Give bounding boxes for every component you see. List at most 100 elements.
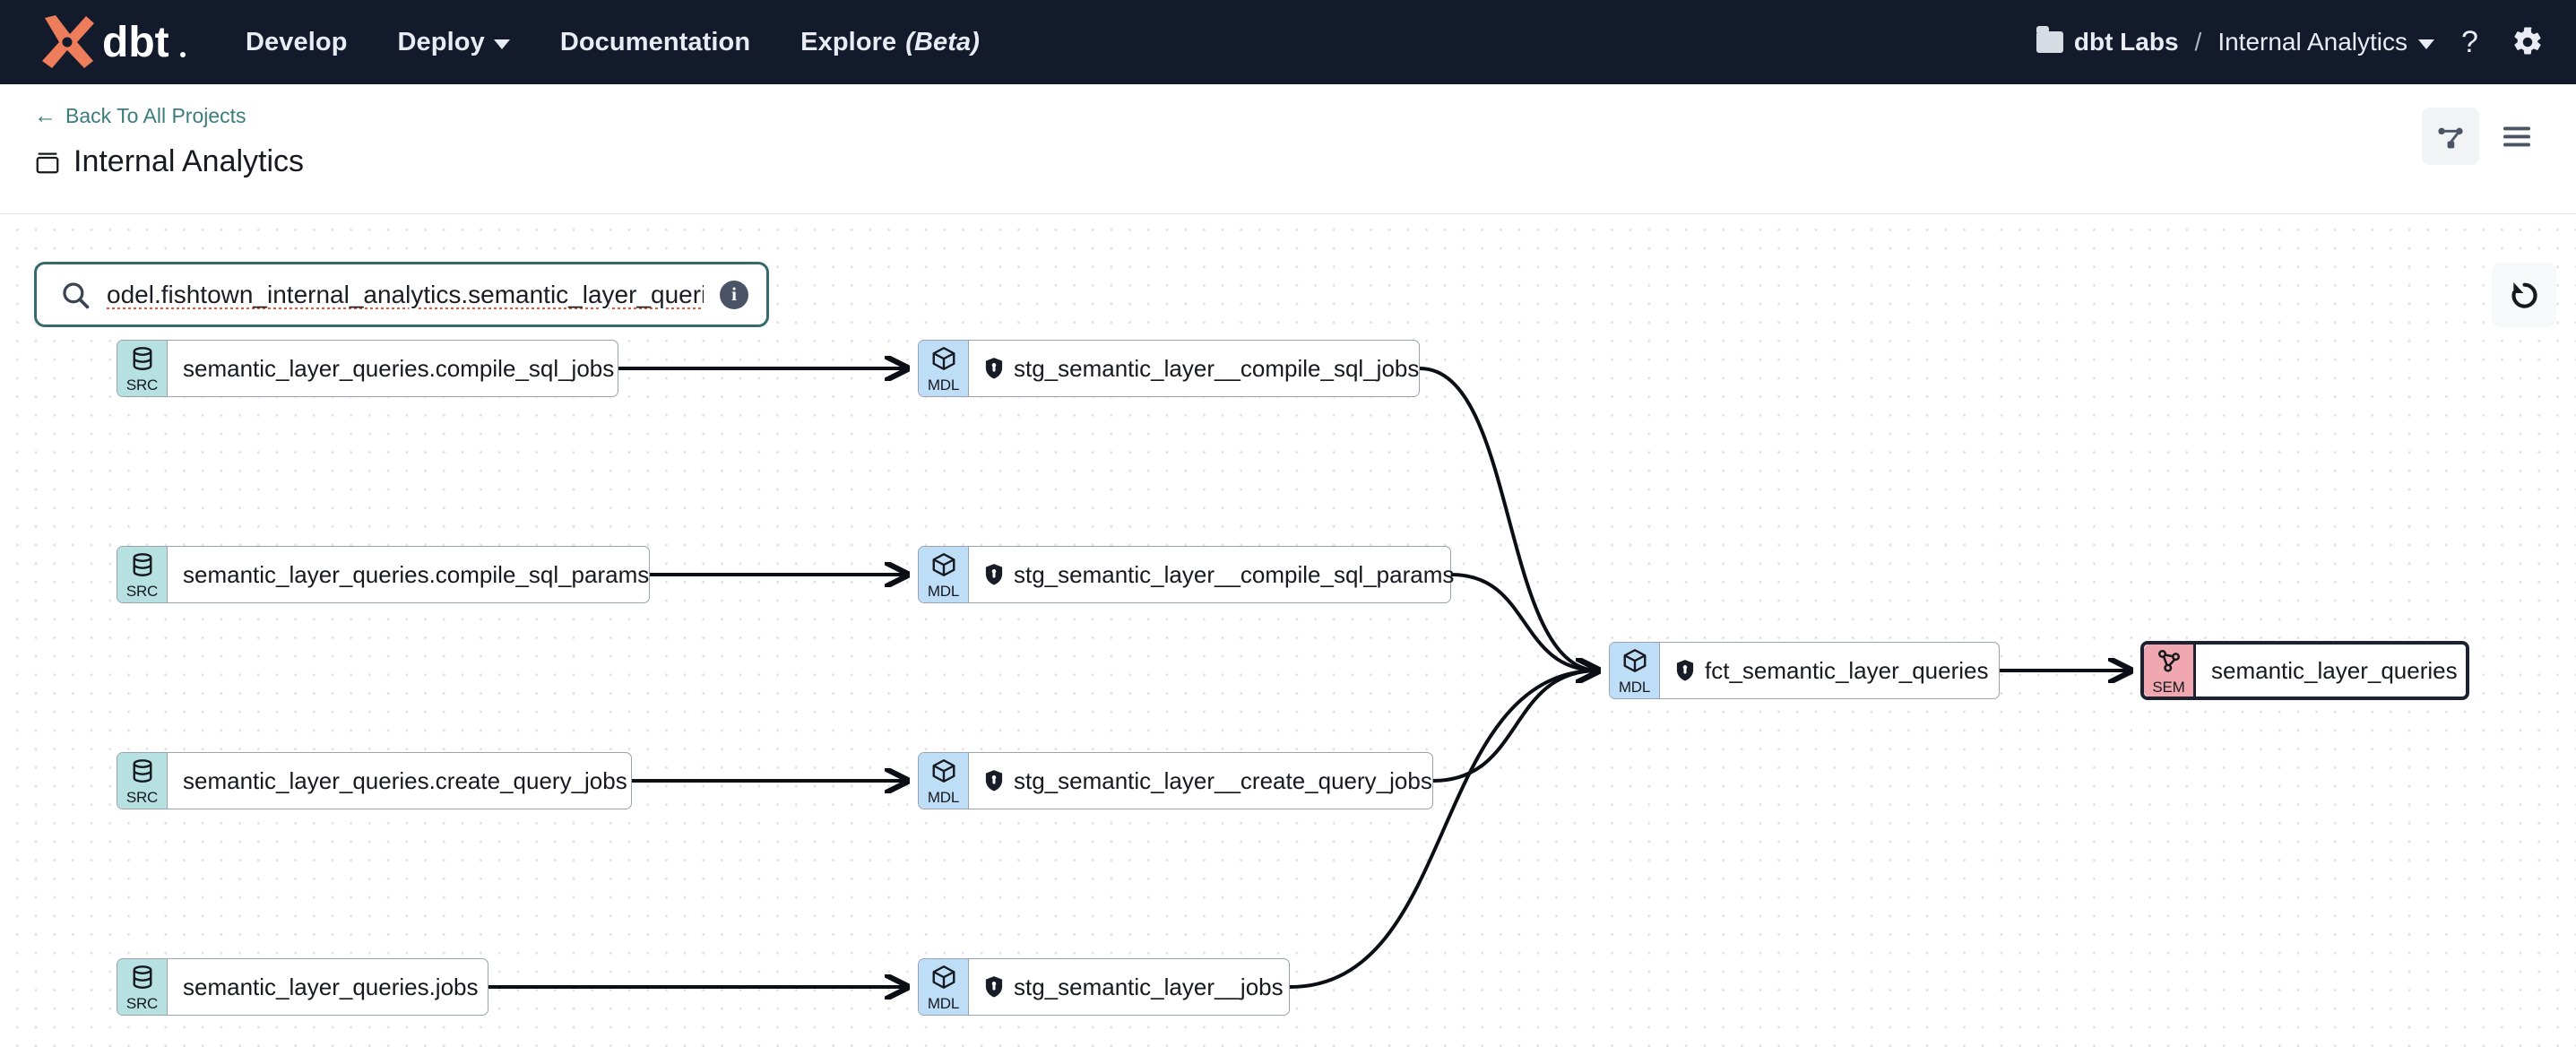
lineage-node-mdl2[interactable]: MDL stg_semantic_layer__compile_sql_param… xyxy=(918,546,1454,603)
page-title-row: Internal Analytics xyxy=(34,144,2538,179)
node-type-label: SRC xyxy=(125,582,159,600)
info-icon[interactable]: i xyxy=(720,280,748,309)
node-label: stg_semantic_layer__compile_sql_params xyxy=(1014,560,1455,588)
node-label: semantic_layer_queries.create_query_jobs xyxy=(183,766,627,794)
node-label: stg_semantic_layer__create_query_jobs xyxy=(1014,766,1432,794)
node-type-badge-src: SRC xyxy=(117,959,168,1015)
node-label: semantic_layer_queries xyxy=(2211,656,2458,684)
account-project-selector[interactable]: Internal Analytics xyxy=(2217,28,2434,56)
lineage-canvas[interactable]: odel.fishtown_internal_analytics.semanti… xyxy=(0,214,2576,1047)
node-type-label: SRC xyxy=(125,994,159,1012)
database-cylinder-icon xyxy=(129,964,156,995)
page-title: Internal Analytics xyxy=(73,144,305,178)
nav-link-explore[interactable]: Explore (Beta) xyxy=(800,28,980,57)
lineage-search-box[interactable]: odel.fishtown_internal_analytics.semanti… xyxy=(34,262,769,327)
node-type-label: MDL xyxy=(927,582,960,600)
explore-beta-badge: (Beta) xyxy=(905,27,981,56)
lineage-graph-icon xyxy=(2438,127,2463,149)
back-to-all-projects-label: Back To All Projects xyxy=(65,104,246,127)
cube-icon xyxy=(930,757,957,789)
node-body: semantic_layer_queries xyxy=(2196,645,2473,697)
lineage-node-mdl1[interactable]: MDL stg_semantic_layer__compile_sql_jobs xyxy=(918,340,1420,397)
lineage-view-button[interactable] xyxy=(2422,108,2479,165)
cube-icon xyxy=(930,964,957,995)
node-type-badge-src: SRC xyxy=(117,753,168,809)
arrow-left-icon: ← xyxy=(34,103,56,128)
node-type-label: SRC xyxy=(125,376,159,394)
gear-icon xyxy=(2514,27,2541,55)
reset-lineage-icon xyxy=(2511,282,2537,308)
contract-shield-icon xyxy=(1675,659,1695,682)
contract-shield-icon xyxy=(984,769,1004,792)
cube-icon xyxy=(930,551,957,583)
node-type-label: SRC xyxy=(125,788,159,806)
contract-shield-icon xyxy=(984,975,1004,999)
node-body: stg_semantic_layer__create_query_jobs xyxy=(969,753,1448,809)
dbt-x-logo-icon xyxy=(42,15,94,68)
node-body: stg_semantic_layer__compile_sql_jobs xyxy=(969,341,1434,396)
node-label: semantic_layer_queries.compile_sql_jobs xyxy=(183,354,615,382)
lineage-node-src2[interactable]: SRC semantic_layer_queries.compile_sql_pa… xyxy=(117,546,650,603)
lineage-node-sem[interactable]: SEM semantic_layer_queries xyxy=(2141,642,2468,699)
dbt-wordmark-icon: dbt xyxy=(102,19,186,65)
node-body: fct_semantic_layer_queries xyxy=(1660,643,2004,698)
node-label: semantic_layer_queries.compile_sql_param… xyxy=(183,560,650,588)
node-label: stg_semantic_layer__jobs xyxy=(1014,973,1284,1000)
node-type-badge-mdl: MDL xyxy=(919,753,969,809)
lineage-edge-mdl3-to-fct xyxy=(1432,671,1598,783)
lineage-node-mdl4[interactable]: MDL stg_semantic_layer__jobs xyxy=(918,958,1290,1016)
nav-link-develop[interactable]: Develop xyxy=(246,28,348,57)
node-type-badge-src: SRC xyxy=(117,547,168,602)
help-button[interactable]: ? xyxy=(2458,25,2488,59)
node-label: stg_semantic_layer__compile_sql_jobs xyxy=(1014,354,1420,382)
node-label: semantic_layer_queries.jobs xyxy=(183,973,479,1000)
lineage-node-src4[interactable]: SRC semantic_layer_queries.jobs xyxy=(117,958,488,1016)
node-body: semantic_layer_queries.compile_sql_param… xyxy=(168,547,664,602)
chevron-down-icon xyxy=(2418,39,2434,49)
lineage-node-src3[interactable]: SRC semantic_layer_queries.create_query_j… xyxy=(117,752,632,809)
svg-text:dbt: dbt xyxy=(102,19,169,65)
node-body: semantic_layer_queries.compile_sql_jobs xyxy=(168,341,629,396)
subheader-action-buttons xyxy=(2422,108,2546,165)
nav-right-cluster: dbt Labs / Internal Analytics ? xyxy=(2036,0,2544,84)
primary-nav-links: Develop Deploy Documentation Explore (Be… xyxy=(246,28,980,57)
node-body: stg_semantic_layer__compile_sql_params xyxy=(969,547,1469,602)
node-body: stg_semantic_layer__jobs xyxy=(969,959,1299,1015)
node-type-label: SEM xyxy=(2152,678,2185,696)
chevron-down-icon xyxy=(493,39,510,49)
project-subheader: ← Back To All Projects Internal Analytic… xyxy=(0,84,2576,214)
account-project-label: Internal Analytics xyxy=(2217,28,2407,56)
nav-link-develop-label: Develop xyxy=(246,27,348,56)
nav-link-deploy[interactable]: Deploy xyxy=(398,28,510,57)
node-type-badge-sem: SEM xyxy=(2144,645,2196,697)
settings-button[interactable] xyxy=(2511,26,2544,58)
top-navigation-bar: dbt Develop Deploy Documentation Explore… xyxy=(0,0,2576,84)
nav-link-documentation[interactable]: Documentation xyxy=(560,28,750,57)
node-body: semantic_layer_queries.jobs xyxy=(168,959,494,1015)
hamburger-menu-icon xyxy=(2503,126,2530,147)
node-type-label: MDL xyxy=(1618,678,1651,696)
folder-icon xyxy=(2036,26,2063,53)
nav-link-documentation-label: Documentation xyxy=(559,27,751,56)
dbt-logo[interactable]: dbt xyxy=(38,14,188,70)
node-type-label: MDL xyxy=(927,788,960,806)
search-icon xyxy=(60,280,91,310)
account-org[interactable]: dbt Labs xyxy=(2036,26,2179,56)
node-type-badge-mdl: MDL xyxy=(919,341,969,396)
lineage-edge-mdl4-to-fct xyxy=(1289,671,1598,989)
cube-icon xyxy=(930,345,957,376)
database-cylinder-icon xyxy=(129,345,156,376)
node-type-label: MDL xyxy=(927,994,960,1012)
nav-link-deploy-label: Deploy xyxy=(397,27,485,56)
lineage-node-mdl3[interactable]: MDL stg_semantic_layer__create_query_jobs xyxy=(918,752,1433,809)
search-input[interactable]: odel.fishtown_internal_analytics.semanti… xyxy=(107,280,704,308)
reset-lineage-button[interactable] xyxy=(2492,263,2556,327)
contract-shield-icon xyxy=(984,563,1004,586)
lineage-edge-mdl1-to-fct xyxy=(1419,367,1598,671)
node-type-label: MDL xyxy=(927,376,960,394)
lineage-node-src1[interactable]: SRC semantic_layer_queries.compile_sql_jo… xyxy=(117,340,618,397)
node-type-badge-mdl: MDL xyxy=(919,959,969,1015)
back-to-all-projects-link[interactable]: ← Back To All Projects xyxy=(34,104,246,128)
list-view-button[interactable] xyxy=(2488,108,2546,165)
